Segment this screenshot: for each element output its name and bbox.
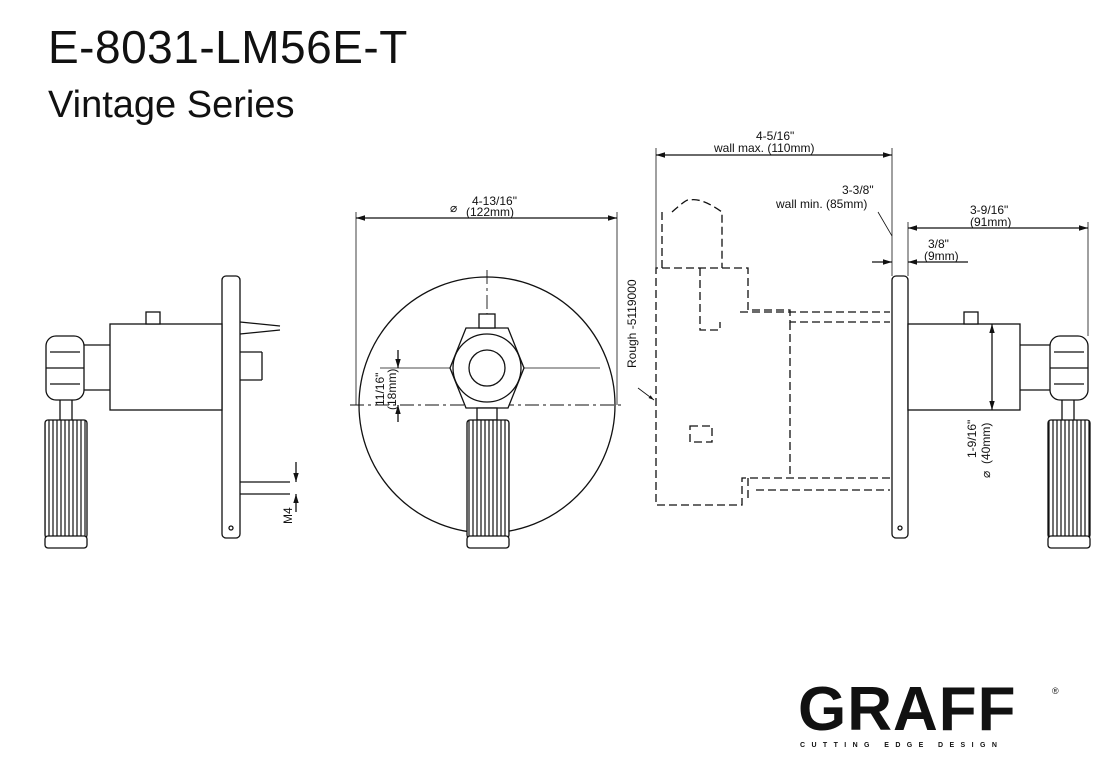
left-side-view	[44, 275, 299, 549]
wall-min-in: 3-3/8"	[842, 183, 874, 197]
center-offset-in: 11/16"	[373, 373, 387, 406]
wall-min-label: wall min. (85mm)	[775, 197, 867, 211]
right-side-view	[637, 148, 1091, 549]
brand-name: GRAFF	[798, 675, 1017, 744]
registered-mark: ®	[1052, 686, 1059, 696]
center-offset-mm: (18mm)	[385, 369, 399, 410]
plate-thickness-in: 3/8"	[928, 237, 949, 251]
brand-tagline: CUTTING EDGE DESIGN	[800, 742, 1004, 749]
model-number-title: E-8031-LM56E-T	[48, 21, 408, 73]
body-diameter-in: 1-9/16"	[965, 420, 979, 458]
plate-diameter-in: 4-13/16"	[472, 194, 517, 208]
projection-in: 3-9/16"	[970, 203, 1008, 217]
plate-diameter-symbol: ⌀	[450, 201, 457, 215]
series-subtitle: Vintage Series	[48, 84, 295, 126]
rough-label: Rough -5119000	[625, 279, 639, 368]
wall-max-in: 4-5/16"	[756, 129, 794, 143]
graff-logo: GRAFF ® CUTTING EDGE DESIGN	[798, 678, 1068, 758]
thread-label: M4	[281, 507, 295, 524]
body-diameter-symbol: ⌀	[979, 471, 993, 478]
wall-max-label: wall max. (110mm)	[713, 141, 814, 155]
front-view	[350, 212, 624, 549]
plate-diameter-mm: (122mm)	[466, 205, 514, 219]
body-diameter-mm: (40mm)	[979, 423, 993, 464]
plate-thickness-mm: (9mm)	[924, 249, 959, 263]
projection-mm: (91mm)	[970, 215, 1011, 229]
